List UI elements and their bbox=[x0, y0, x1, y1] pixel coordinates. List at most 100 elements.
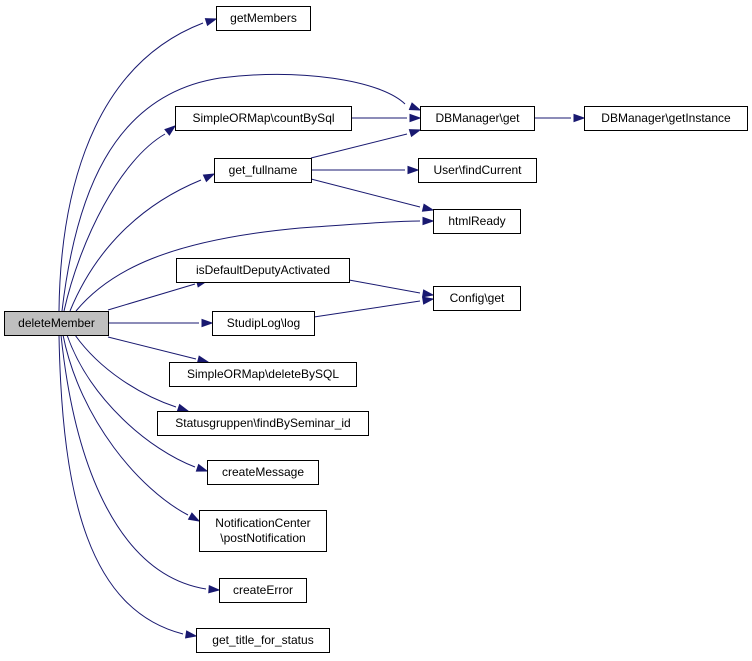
edge-line bbox=[313, 300, 421, 318]
node-box bbox=[418, 158, 537, 183]
node-box bbox=[207, 460, 319, 485]
node-box bbox=[584, 106, 748, 131]
node-label: get_fullname bbox=[229, 163, 298, 177]
edge-isDefaultDeputyActivated-to-configget bbox=[348, 279, 435, 298]
node-label: getMembers bbox=[230, 11, 297, 25]
node-createMessage[interactable]: createMessage bbox=[207, 460, 319, 485]
edge-line bbox=[60, 334, 207, 590]
edge-arrowhead bbox=[422, 216, 435, 226]
node-postNotification[interactable]: NotificationCenter\postNotification bbox=[199, 510, 327, 552]
edge-deleteMember-to-htmlReady bbox=[75, 216, 435, 312]
edge-deleteMember-to-findBySeminar bbox=[74, 334, 190, 412]
node-box bbox=[420, 106, 535, 131]
edge-line bbox=[310, 133, 408, 159]
edge-countBySql-to-dbget bbox=[351, 113, 422, 123]
edge-deleteMember-to-isDefaultDeputyActivated bbox=[107, 279, 209, 311]
edge-line bbox=[107, 283, 196, 311]
edge-deleteMember-to-getMembers bbox=[58, 18, 218, 312]
node-configget[interactable]: Config\get bbox=[433, 286, 521, 311]
edge-line bbox=[62, 334, 189, 516]
edge-deleteMember-to-dbget bbox=[61, 74, 422, 312]
edge-arrowhead bbox=[195, 463, 209, 472]
edge-deleteMember-to-postNotification bbox=[62, 334, 201, 522]
edge-deleteMember-to-getTitleForStatus bbox=[58, 334, 198, 639]
edge-line bbox=[66, 334, 196, 468]
edge-line bbox=[69, 179, 202, 312]
edge-arrowhead bbox=[573, 113, 586, 123]
node-findCurrent[interactable]: User\findCurrent bbox=[418, 158, 537, 183]
node-box bbox=[216, 6, 311, 31]
edge-arrowhead bbox=[421, 296, 435, 305]
node-isDefaultDeputyActivated[interactable]: isDefaultDeputyActivated bbox=[176, 258, 350, 283]
edge-get_fullname-to-htmlReady bbox=[310, 178, 435, 212]
edge-arrowhead bbox=[408, 102, 422, 111]
edge-line bbox=[310, 178, 421, 208]
node-label: SimpleORMap\countBySql bbox=[192, 111, 334, 125]
node-label: isDefaultDeputyActivated bbox=[196, 263, 330, 277]
edge-studiplog-to-configget bbox=[313, 296, 435, 318]
node-studiplog[interactable]: StudipLog\log bbox=[212, 311, 315, 336]
edge-deleteMember-to-createMessage bbox=[66, 334, 209, 472]
edge-arrowhead bbox=[421, 203, 435, 212]
edges-layer bbox=[58, 18, 586, 639]
node-label: DBManager\getInstance bbox=[601, 111, 731, 125]
edge-line bbox=[75, 220, 421, 312]
edge-arrowhead bbox=[409, 113, 422, 123]
edge-line bbox=[107, 336, 197, 360]
node-get_fullname[interactable]: get_fullname bbox=[214, 158, 312, 183]
edge-dbget-to-getInstance bbox=[534, 113, 586, 123]
node-box bbox=[4, 311, 109, 336]
edge-line bbox=[58, 22, 204, 312]
node-dbget[interactable]: DBManager\get bbox=[420, 106, 535, 131]
node-box bbox=[199, 510, 327, 552]
node-createError[interactable]: createError bbox=[219, 578, 307, 603]
edge-arrowhead bbox=[407, 165, 420, 175]
node-label: get_title_for_status bbox=[212, 633, 313, 647]
node-htmlReady[interactable]: htmlReady bbox=[433, 209, 521, 234]
edge-arrowhead bbox=[201, 318, 214, 328]
edge-deleteMember-to-get_fullname bbox=[69, 173, 216, 312]
node-getInstance[interactable]: DBManager\getInstance bbox=[584, 106, 748, 131]
node-box bbox=[219, 578, 307, 603]
node-label: deleteMember bbox=[18, 316, 95, 330]
edge-arrowhead bbox=[204, 18, 218, 27]
edge-deleteMember-to-studiplog bbox=[108, 318, 214, 328]
edge-deleteMember-to-countBySql bbox=[63, 125, 177, 312]
node-countBySql[interactable]: SimpleORMap\countBySql bbox=[175, 106, 352, 131]
node-label: createMessage bbox=[222, 465, 304, 479]
edge-arrowhead bbox=[184, 630, 198, 639]
node-box bbox=[212, 311, 315, 336]
node-deleteMember[interactable]: deleteMember bbox=[4, 311, 109, 336]
node-box bbox=[196, 628, 330, 653]
node-deleteBySQL[interactable]: SimpleORMap\deleteBySQL bbox=[169, 362, 357, 387]
node-box bbox=[175, 106, 352, 131]
edge-line bbox=[348, 279, 421, 294]
edge-arrowhead bbox=[196, 355, 210, 364]
edge-arrowhead bbox=[408, 129, 422, 138]
edge-arrowhead bbox=[176, 403, 190, 412]
edge-get_fullname-to-dbget bbox=[310, 129, 422, 159]
node-label: Config\get bbox=[450, 291, 505, 305]
node-label: Statusgruppen\findBySeminar_id bbox=[175, 416, 350, 430]
node-getMembers[interactable]: getMembers bbox=[216, 6, 311, 31]
edge-deleteMember-to-deleteBySQL bbox=[107, 336, 210, 364]
node-box bbox=[214, 158, 312, 183]
edge-line bbox=[58, 334, 184, 635]
node-box bbox=[433, 286, 521, 311]
node-label: StudipLog\log bbox=[227, 316, 300, 330]
node-findBySeminar[interactable]: Statusgruppen\findBySeminar_id bbox=[157, 411, 369, 436]
edge-line bbox=[63, 133, 166, 312]
node-label: SimpleORMap\deleteBySQL bbox=[187, 367, 339, 381]
edge-line bbox=[61, 74, 406, 312]
node-label: htmlReady bbox=[448, 214, 505, 228]
node-label: NotificationCenter bbox=[215, 516, 310, 530]
node-getTitleForStatus[interactable]: get_title_for_status bbox=[196, 628, 330, 653]
edge-arrowhead bbox=[208, 585, 221, 594]
node-box bbox=[176, 258, 350, 283]
edge-get_fullname-to-findCurrent bbox=[311, 165, 420, 175]
edge-arrowhead bbox=[164, 125, 177, 136]
edge-arrowhead bbox=[202, 173, 216, 183]
node-box bbox=[157, 411, 369, 436]
nodes-layer: deleteMember getMembersSimpleORMap\countB… bbox=[4, 6, 748, 653]
